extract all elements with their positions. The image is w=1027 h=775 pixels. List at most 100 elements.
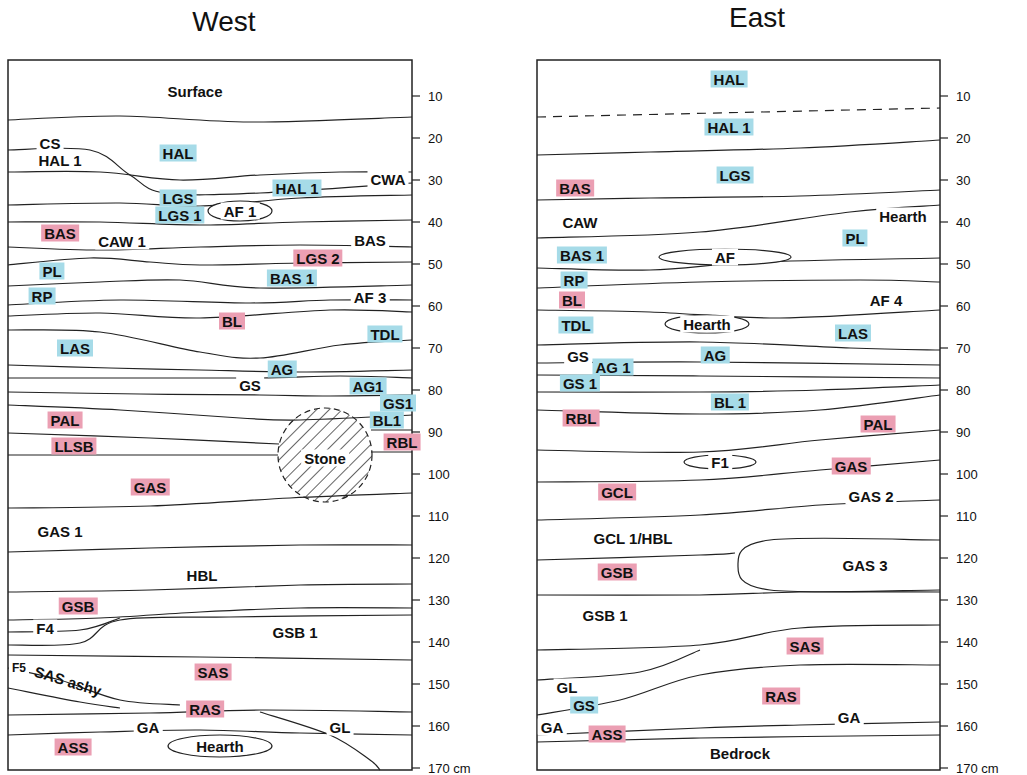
depth-tick — [412, 725, 420, 726]
layer-label: PL — [39, 263, 64, 280]
depth-tick — [940, 683, 948, 684]
lens — [208, 201, 272, 221]
depth-number: 120 — [954, 550, 980, 567]
layer-boundary — [537, 650, 700, 680]
layer-label: HAL 1 — [704, 119, 753, 136]
depth-number: 140 — [426, 634, 452, 651]
layer-label: GS 1 — [560, 375, 600, 392]
stone — [278, 408, 372, 502]
depth-number: 80 — [426, 382, 444, 399]
layer-boundary — [537, 280, 940, 288]
layer-label: HAL — [711, 71, 748, 88]
layer-label: GCL 1/HBL — [591, 530, 676, 547]
layer-label: LGS — [160, 190, 197, 207]
depth-tick — [940, 305, 948, 306]
layer-label: GS — [236, 377, 264, 394]
layer-label: GAS 3 — [839, 557, 890, 574]
depth-tick — [412, 473, 420, 474]
layer-boundary — [8, 330, 412, 359]
layer-boundary — [8, 584, 412, 592]
layer-boundary — [738, 538, 940, 592]
depth-number: 120 — [426, 550, 452, 567]
depth-tick — [412, 347, 420, 348]
depth-number: 30 — [954, 172, 972, 189]
layer-boundaries — [8, 116, 940, 770]
west-profile-frame — [8, 60, 412, 770]
depth-number: 20 — [954, 130, 972, 147]
layer-label: RBL — [384, 434, 421, 451]
depth-tick — [412, 221, 420, 222]
layer-boundary — [8, 433, 279, 444]
layer-boundary — [8, 310, 412, 318]
layer-label: BAS — [41, 225, 79, 242]
depth-tick — [412, 767, 420, 768]
layer-boundary — [537, 625, 940, 650]
layer-label: BL — [559, 292, 585, 309]
layer-label: Hearth — [193, 738, 247, 755]
layer-label: F4 — [33, 620, 57, 637]
profile-heading: East — [726, 2, 788, 34]
layer-boundary — [537, 553, 735, 560]
layer-boundary — [537, 664, 940, 715]
layer-label: GAS — [131, 479, 170, 496]
layer-label: HAL 1 — [35, 152, 84, 169]
layer-boundary — [8, 493, 412, 508]
layer-label: CAW — [560, 214, 601, 231]
layer-boundary — [8, 171, 412, 180]
depth-tick — [412, 95, 420, 96]
depth-number: 40 — [954, 214, 972, 231]
layer-label: AG — [268, 361, 297, 378]
layer-boundary — [8, 195, 412, 206]
depth-number: 50 — [954, 256, 972, 273]
layer-label: GA — [835, 709, 864, 726]
layer-label: GAS — [832, 458, 871, 475]
layer-boundary — [8, 148, 412, 195]
layer-label: GAS 1 — [34, 523, 85, 540]
layer-label: GA — [538, 719, 567, 736]
layer-boundary — [537, 190, 940, 200]
depth-tick — [412, 557, 420, 558]
layer-boundary — [8, 454, 278, 455]
depth-tick — [412, 263, 420, 264]
layer-label: GL — [327, 719, 354, 736]
layer-label: LLSB — [51, 438, 96, 455]
lens — [659, 249, 791, 265]
depth-number: 130 — [954, 592, 980, 609]
depth-number: 30 — [426, 172, 444, 189]
depth-number: 50 — [426, 256, 444, 273]
depth-tick — [412, 515, 420, 516]
hearth-lens — [168, 735, 272, 757]
depth-tick — [940, 473, 948, 474]
depth-number: 160 — [954, 718, 980, 735]
layer-boundary — [8, 116, 412, 122]
layer-label: GS — [570, 697, 598, 714]
layer-label: AF — [712, 249, 738, 266]
depth-number: 130 — [426, 592, 452, 609]
layer-boundary — [8, 258, 412, 265]
layer-boundary — [8, 618, 120, 632]
layer-label: GS — [564, 348, 592, 365]
east-profile-frame — [537, 60, 940, 770]
layer-boundary — [537, 342, 940, 350]
dashed-boundary — [537, 108, 940, 117]
layer-label: GSB — [598, 564, 637, 581]
layer-boundary — [8, 365, 412, 372]
layer-label: SAS — [787, 638, 824, 655]
layer-boundary — [8, 615, 412, 645]
layer-label: RAS — [762, 688, 800, 705]
layer-label: AF 3 — [351, 289, 390, 306]
layer-label: ASS — [55, 739, 92, 756]
layer-label: LGS 1 — [155, 207, 204, 224]
layer-label: BAS — [556, 180, 594, 197]
depth-tick — [412, 599, 420, 600]
layer-label: HAL 1 — [272, 180, 321, 197]
depth-number: 160 — [426, 718, 452, 735]
depth-tick — [412, 389, 420, 390]
layer-boundary — [260, 712, 380, 770]
depth-number: 60 — [954, 298, 972, 315]
depth-tick — [412, 305, 420, 306]
layer-label: HBL — [184, 567, 221, 584]
depth-number: 10 — [954, 88, 972, 105]
layer-label: BL1 — [370, 412, 404, 429]
depth-tick — [940, 263, 948, 264]
